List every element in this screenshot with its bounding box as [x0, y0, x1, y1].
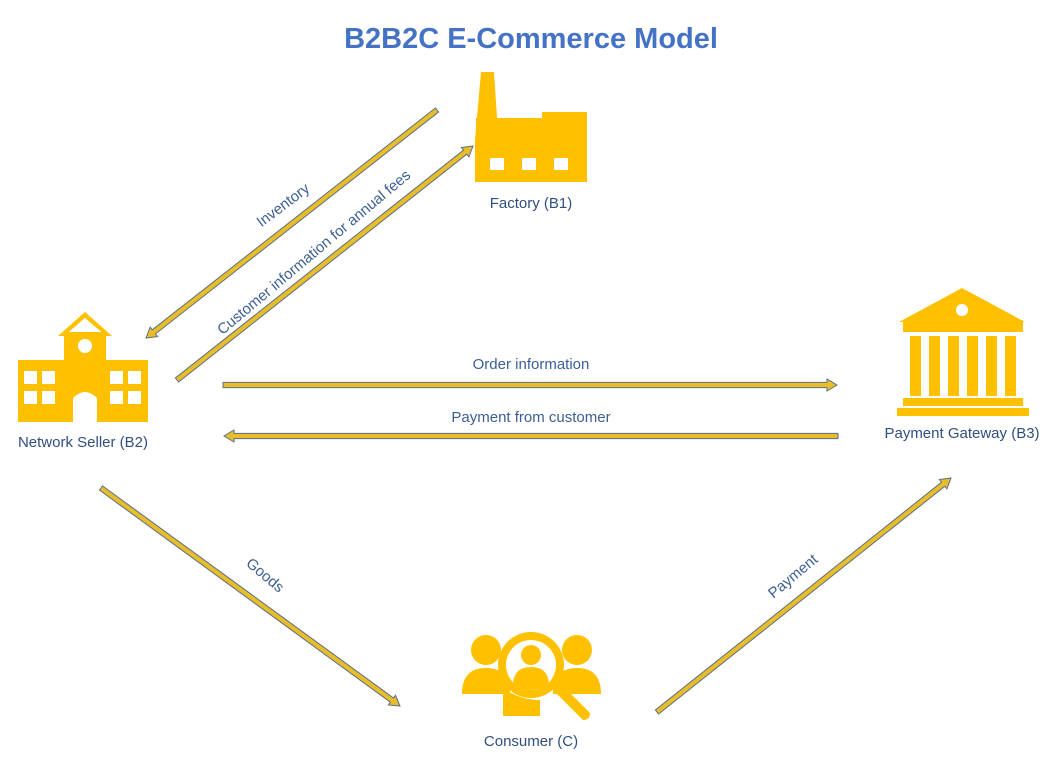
edge-label-inventory: Inventory: [254, 180, 314, 231]
edge-label-payment: Payment: [765, 550, 822, 602]
bank-icon: [897, 288, 1029, 416]
arrow-order-info: [222, 378, 838, 392]
consumer-search-icon: [462, 632, 601, 720]
building-icon: [18, 312, 148, 422]
edge-label-customer-info: Customer information for annual fees: [214, 167, 414, 339]
arrow-customer-info: [174, 145, 474, 383]
edge-label-order-info: Order information: [473, 356, 590, 373]
arrows-layer: [98, 107, 952, 715]
factory-label: Factory (B1): [490, 195, 573, 212]
diagram-title: B2B2C E-Commerce Model: [344, 23, 718, 55]
arrow-payment: [654, 477, 952, 715]
payment-gateway-label: Payment Gateway (B3): [884, 425, 1039, 442]
consumer-label: Consumer (C): [484, 733, 578, 750]
arrow-goods: [98, 485, 401, 707]
factory-windows: [490, 158, 568, 170]
arrow-inventory: [145, 107, 440, 339]
edge-label-payment-from-customer: Payment from customer: [451, 409, 610, 426]
arrow-payment-from-customer: [223, 429, 839, 443]
network-seller-label: Network Seller (B2): [18, 434, 148, 451]
edge-label-goods: Goods: [242, 555, 287, 596]
